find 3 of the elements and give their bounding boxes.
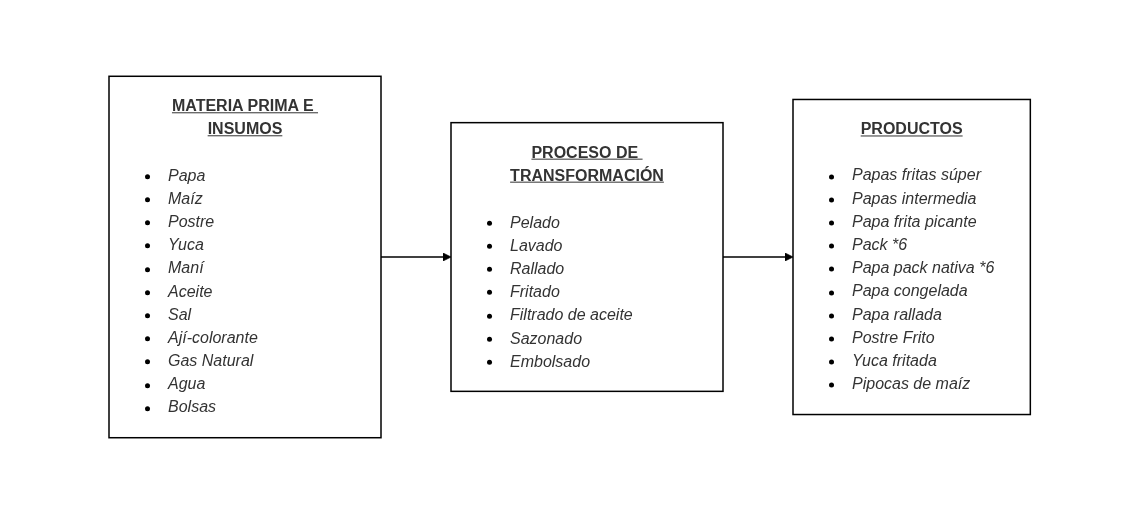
node-box: MATERIA PRIMA E INSUMOS Papa Maíz Postre Yuca Maní Aceite Sal Ají-colorante Gas Natural Agua Bolsas <box>108 75 382 439</box>
node-box: PROCESO DE TRANSFORMACIÓN Pelado Lavado Rallado Fritado Filtrado de aceite Sazonado Embolsado <box>450 121 724 393</box>
node-box: PRODUCTOS Papas fritas súper Papas intermedia Papa frita picante Pack *6 Papa pack nativa *6 Papa congelada Papa rallada Postre Frito Yuca fritada Pipocas de maíz <box>792 98 1031 416</box>
